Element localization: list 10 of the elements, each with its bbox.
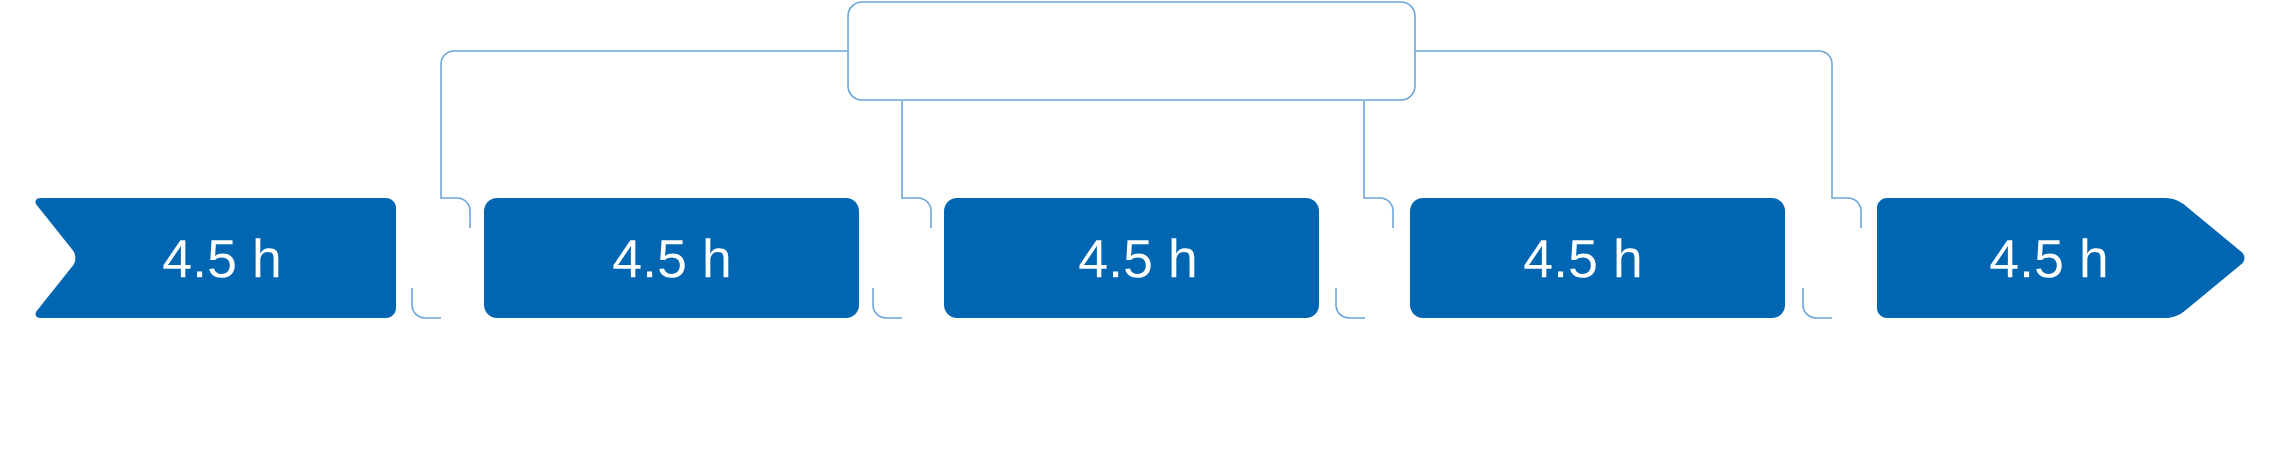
bracket-line <box>440 50 848 229</box>
duration-box: 4.5 h <box>944 198 1319 318</box>
bracket-line <box>1363 100 1394 229</box>
arrow-box: 4.5 h <box>1877 198 2245 318</box>
duration-box: 4.5 h <box>1410 198 1785 318</box>
bracket-line <box>1415 50 1862 229</box>
flag-box: 4.5 h <box>35 198 397 318</box>
duration-box: 4.5 h <box>484 198 859 318</box>
rounded-box <box>847 1 1416 101</box>
bracket-line <box>901 100 932 229</box>
